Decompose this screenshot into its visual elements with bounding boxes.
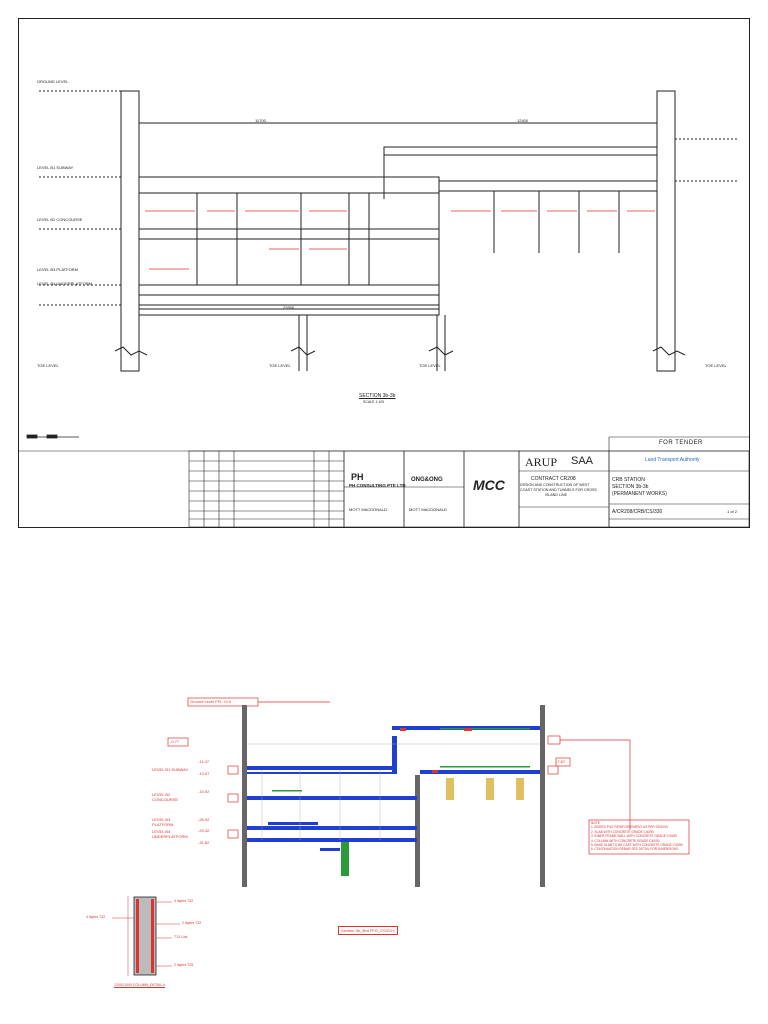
drawing-number: A/CR208/CRB/CS/330	[612, 509, 663, 515]
cad-notes: NOTE 1. BORED PILE REINFORCEMENT AS PER …	[591, 821, 689, 852]
contract-desc-2: COAST STATION AND TUNNELS FOR CROSS	[520, 488, 597, 492]
detail-label-5: 2 layers T25	[174, 963, 194, 967]
label-toe-mid2: TOE LEVEL	[419, 363, 441, 368]
label-b1: LEVEL B1 SUBWAY	[37, 165, 74, 170]
label-b4: LEVEL B4 UNDERPLATFORM	[37, 281, 93, 286]
detail-label-1: 4 layers T32	[174, 899, 194, 903]
label-toe-mid: TOE LEVEL	[269, 363, 291, 368]
slab-b2-blue	[247, 796, 417, 800]
detail-label-4: 4 layers T32	[86, 915, 106, 919]
saa-logo: SAA	[571, 455, 594, 467]
pile-green	[341, 842, 349, 876]
dim-left: 11700	[255, 118, 266, 123]
detail-label-3: T12 Link	[174, 935, 188, 939]
mid-pile	[415, 775, 420, 887]
label-toe-left: TOE LEVEL	[37, 363, 59, 368]
slab-b3	[138, 284, 440, 296]
cad-b2-level: -15.92	[198, 789, 210, 794]
section-drawing	[19, 90, 749, 527]
drawing-title-1: CRB STATION	[612, 477, 645, 483]
cad-b1-level-a: -11.07	[198, 759, 210, 764]
cad-b4-level-a: -29.32	[198, 828, 210, 833]
cad-b2-label: LEVEL B2 CONCOURSE	[152, 792, 179, 802]
label-b2: LEVEL B2 CONCOURSE	[37, 217, 83, 222]
base-slab-blue	[247, 838, 417, 842]
label-ground-level: GROUND LEVEL	[37, 79, 69, 84]
cad-ground-level: Ground Level FFL +0.0	[190, 699, 232, 704]
consultant-name: PH CONSULTING PTE LTD	[349, 483, 406, 488]
dim-right: 12400	[517, 118, 529, 123]
for-tender-stamp: FOR TENDER	[659, 440, 703, 446]
cad-b1-level-b: -13.07	[198, 771, 210, 776]
detail-label-2: 2 layers T32	[182, 921, 202, 925]
section-scale: SCALE 1:100	[363, 400, 385, 404]
roof-slab-right	[383, 146, 658, 156]
note-5: 5. BASE SLAB TO BE CAST WITH CONCRETE GR…	[591, 843, 683, 848]
mcc-logo: MCC	[473, 477, 505, 493]
cad-top-level: -0.77	[170, 739, 180, 744]
cad-b4-label: LEVEL B4 UNDERPLATFORM	[152, 829, 188, 839]
right-diaphragm-wall	[656, 90, 676, 372]
left-wall	[242, 705, 247, 887]
right-wall	[540, 705, 545, 887]
slab-b2	[138, 228, 440, 240]
slab-b3-blue	[247, 826, 417, 830]
section-title: SECTION 3b-3b	[359, 393, 396, 399]
roof-slab-blue	[392, 726, 540, 730]
mott-logo-2: MOTT MACDONALD	[409, 507, 447, 512]
cad-b1-label: LEVEL B1 SUBWAY	[152, 767, 189, 772]
label-b3: LEVEL B3 PLATFORM	[37, 267, 78, 272]
column-detail	[133, 896, 157, 976]
contract-code: CONTRACT CR208	[531, 476, 576, 482]
drawing-sheet-no: 1 of 2	[727, 509, 738, 514]
cad-b3-level: -26.92	[198, 817, 210, 822]
cad-right-level: -7.67	[556, 759, 566, 764]
mott-logo-1: MOTT MACDONALD	[349, 507, 387, 512]
detail-title: 1200X1000 COLUMN_DETAIL A	[114, 983, 165, 987]
note-1: 1. BORED PILE REINFORCEMENT AS PER DESIG…	[591, 825, 668, 830]
slab-b1-blue	[247, 766, 397, 770]
note-3: 3. INNER FRAME WALL WITH CONCRETE GRADE …	[591, 834, 678, 839]
note-4: 4. COLUMN WITH CONCRETE GRADE C40/50	[591, 838, 660, 843]
ph-logo: PH	[351, 472, 364, 482]
note-2: 2. SLAB WITH CONCRETE GRADE C40/50	[591, 829, 654, 834]
ongong-logo: ONG&ONG	[411, 477, 443, 483]
slab-b1	[138, 176, 440, 194]
contract-desc-3: ISLAND LINE	[545, 493, 567, 497]
label-toe-right: TOE LEVEL	[705, 363, 727, 368]
cad-b4-level-b: -31.82	[198, 840, 210, 845]
drawing-title-2: SECTION 3b-3b	[612, 484, 649, 490]
slab-right-blue	[420, 770, 540, 774]
left-diaphragm-wall	[120, 90, 140, 372]
dim-bottom: 22650	[283, 305, 295, 310]
note-6: 6. CONTINUATION REBAR SEE DETAIL FOR DIM…	[591, 847, 679, 852]
arup-logo: ARUP	[525, 455, 558, 469]
drawing-sheet: GROUND LEVEL LEVEL B1 SUBWAY LEVEL B2 CO…	[18, 18, 750, 528]
cad-section-caption: Section 3b_3bd FFG_CS/ZO3	[338, 926, 398, 935]
drawing-title-3: (PERMANENT WORKS)	[612, 491, 667, 497]
notes-title: NOTE	[591, 821, 600, 825]
lta-logo: Land Transport Authority	[645, 457, 700, 463]
cad-b3-label: LEVEL B3 PLATFORM	[152, 817, 174, 827]
contract-desc-1: DESIGN AND CONSTRUCTION OF WEST	[520, 483, 590, 487]
slab-right-b1	[438, 180, 658, 192]
